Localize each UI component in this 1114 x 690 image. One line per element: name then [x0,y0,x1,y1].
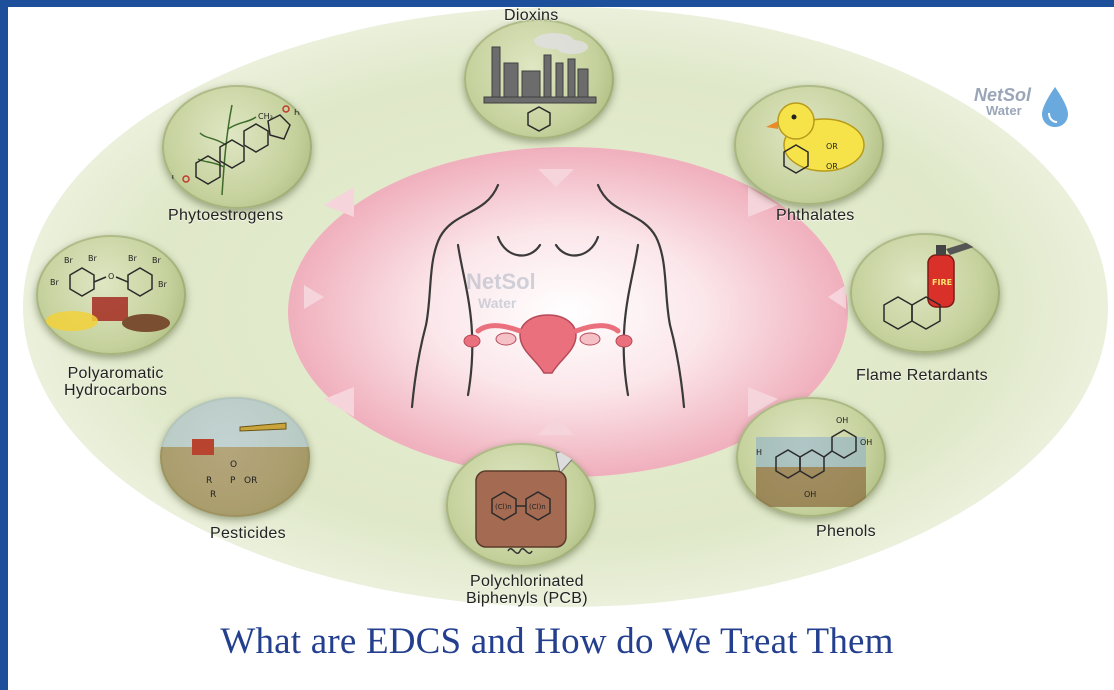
node-polyaromatic-hydrocarbons: O Br Br Br Br Br Br [36,235,186,355]
svg-text:Br: Br [152,256,161,265]
arrow-from-pesticides [324,387,354,417]
svg-text:H: H [756,448,762,457]
label-phthalates: Phthalates [776,207,855,224]
svg-text:O: O [230,460,237,470]
label-phenols: Phenols [816,523,876,540]
label-dioxins: Dioxins [504,7,559,24]
svg-text:OH: OH [860,438,872,447]
label-phytoestrogens: Phytoestrogens [168,207,283,224]
water-drop-icon [1040,85,1070,129]
or-text-2: OR [826,162,838,171]
label-pesticides: Pesticides [210,525,286,542]
fire-label: FIRE [932,278,952,287]
svg-text:Br: Br [128,254,137,263]
label-polyaromatic-hydrocarbons: Polyaromatic Hydrocarbons [64,365,167,399]
netsol-water-logo: NetSol Water [966,85,1076,145]
watermark-line2: Water [478,295,536,311]
plant-icon [198,105,256,195]
svg-text:(Cl)n: (Cl)n [529,503,546,511]
uterus-icon [464,315,632,373]
arrow-from-polyaromatic [304,285,324,309]
svg-text:Br: Br [158,280,167,289]
svg-text:O: O [108,272,114,281]
arrow-from-pcb [538,417,574,435]
node-pcb: (Cl)n (Cl)n [446,443,596,567]
duck-icon [766,103,864,171]
svg-text:Br: Br [50,278,59,287]
node-phenols: OH OH H OH [736,397,886,517]
arrow-from-flame-retardants [828,285,846,309]
torso-right-contour [598,185,684,407]
diagram-stage: NetSol Water Dioxins [8,7,1114,690]
watermark-line1: NetSol [466,269,536,295]
frame-top-border [0,0,1114,7]
svg-text:H: H [168,174,174,183]
right-arm-line [624,245,638,395]
svg-text:Br: Br [88,254,97,263]
left-breast-line [498,237,540,255]
page-title: What are EDCS and How do We Treat Them [0,620,1114,663]
label-pcb: Polychlorinated Biphenyls (PCB) [466,573,588,607]
node-dioxins [464,19,614,139]
node-phthalates: OR OR [734,85,884,205]
node-phytoestrogens: CH₃ H H [162,85,312,209]
arrow-from-phytoestrogens [324,187,354,217]
svg-text:(Cl)n: (Cl)n [495,503,512,511]
svg-text:R: R [210,490,216,500]
svg-text:OR: OR [244,476,257,486]
label-flame-retardants: Flame Retardants [856,367,988,384]
node-flame-retardants: FIRE [850,233,1000,353]
left-arm-line [458,245,472,395]
or-text-1: OR [826,142,838,151]
svg-text:OH: OH [804,490,816,499]
logo-line2: Water [986,103,1022,118]
fire-extinguisher-icon: FIRE [928,241,974,307]
right-breast-line [556,237,598,255]
svg-text:CH₃: CH₃ [258,112,273,121]
node-pesticides: R P OR R O [160,397,310,517]
svg-text:OH: OH [836,416,848,425]
frame-left-border [0,0,8,690]
svg-text:Br: Br [64,256,73,265]
svg-text:R: R [206,476,212,486]
svg-text:H: H [294,108,300,117]
torso-illustration [388,175,708,415]
svg-text:P: P [230,476,236,486]
center-watermark: NetSol Water [466,269,536,311]
